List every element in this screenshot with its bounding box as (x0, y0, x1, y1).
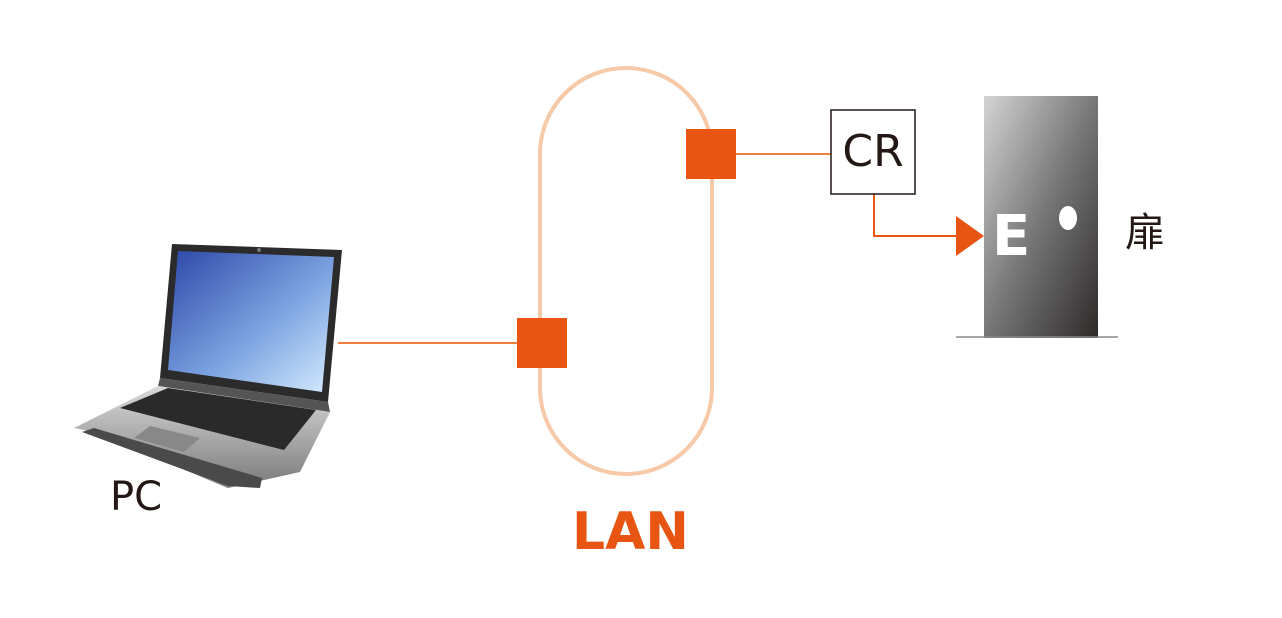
arrow-head-icon (956, 216, 984, 256)
lan-loop (538, 66, 714, 476)
lan-node-pc (517, 318, 567, 368)
cr-door-connection (873, 194, 958, 237)
card-reader-label: CR (842, 126, 904, 177)
lan-label: LAN (572, 502, 689, 562)
door-label: 扉 (1125, 210, 1165, 256)
lan-node-cr (686, 129, 736, 179)
card-reader-box (830, 109, 916, 195)
pc-label: PC (110, 474, 163, 520)
door-knob (1059, 206, 1077, 230)
door (984, 96, 1098, 338)
door-letter: E (992, 204, 1031, 269)
laptop-icon (74, 244, 342, 488)
